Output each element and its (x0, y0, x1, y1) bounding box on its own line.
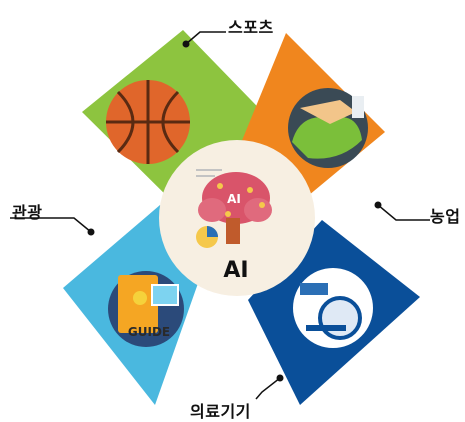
mri-scanner-icon (293, 268, 373, 348)
brain-ai-text: AI (227, 192, 241, 206)
brain-icon (196, 169, 272, 244)
guide-text: GUIDE (127, 325, 171, 339)
callout-agriculture (374, 201, 430, 221)
callout-tourism (10, 217, 95, 236)
basketball-icon (106, 80, 190, 164)
label-sports: 스포츠 (228, 18, 274, 37)
label-agriculture: 농업 (430, 207, 461, 226)
callout-medical (255, 374, 284, 400)
hand-soil-icon (288, 88, 368, 168)
guide-book-icon (108, 271, 184, 347)
label-medical: 의료기기 (190, 402, 251, 421)
callout-sports (182, 31, 226, 48)
label-tourism: 관광 (12, 203, 43, 222)
pie-chart-icon (196, 226, 218, 248)
center-label: AI (223, 258, 249, 283)
